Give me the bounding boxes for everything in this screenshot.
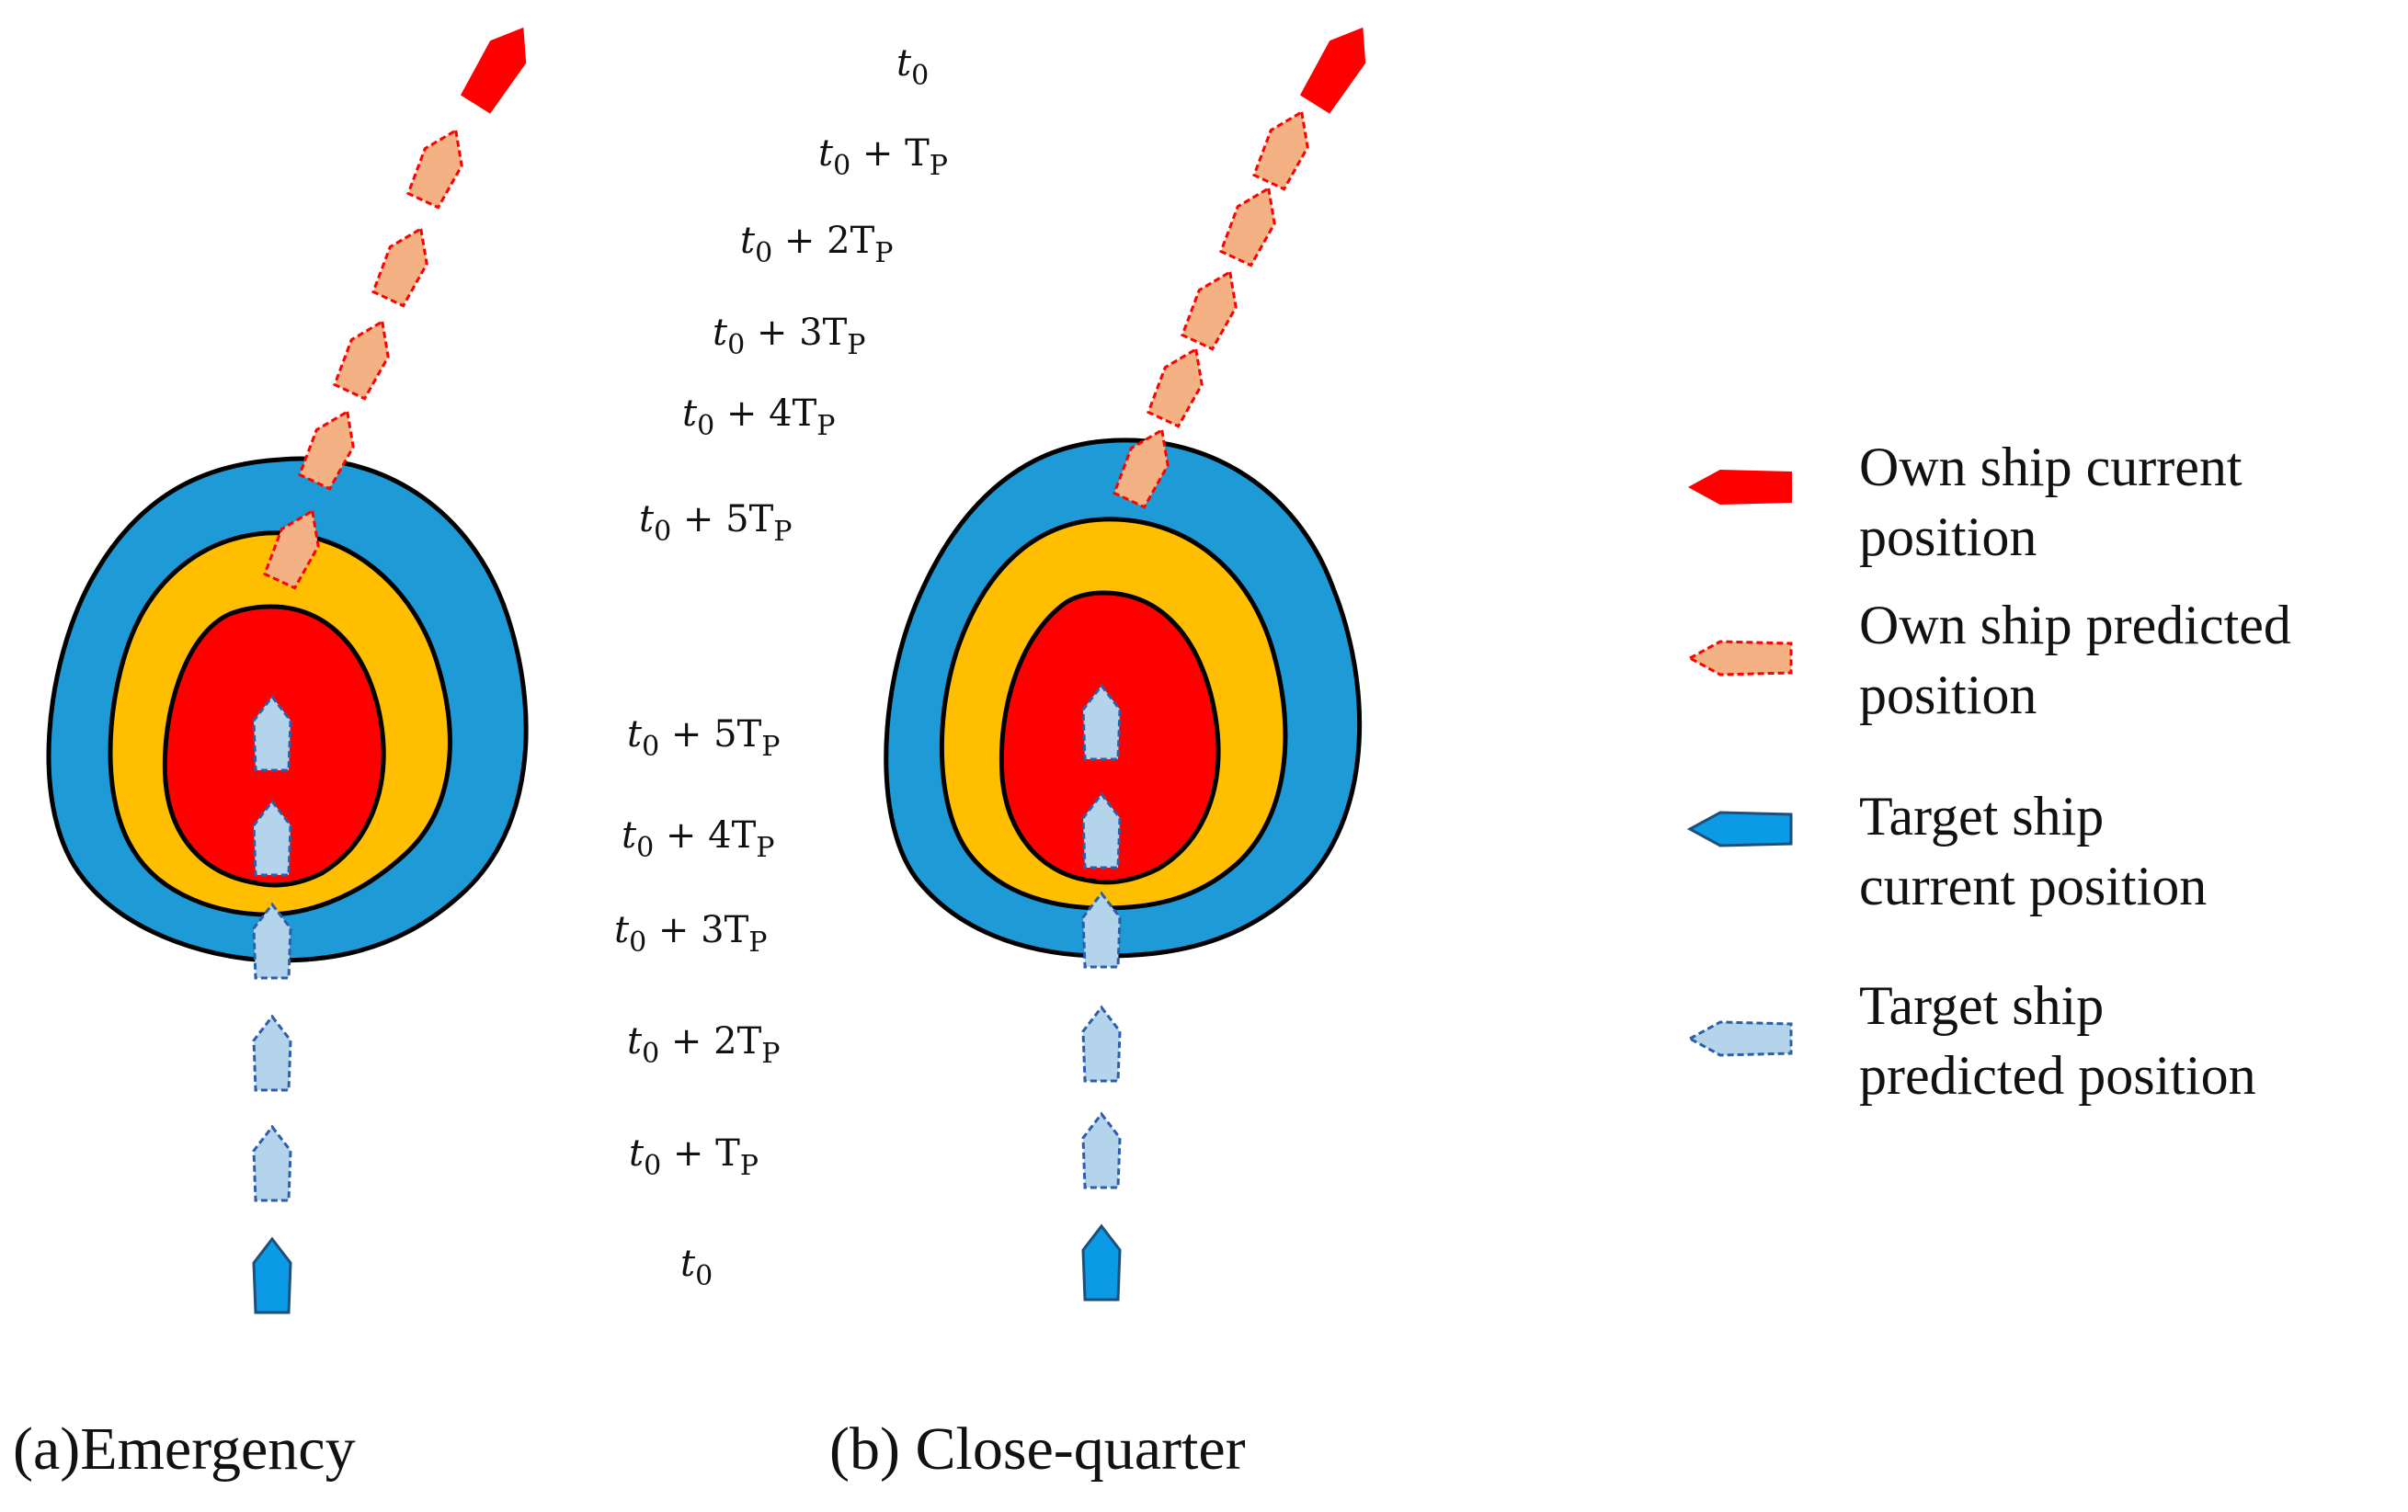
target-time-label: t0 + TP [629,1132,759,1182]
panel-a-emergency [46,27,529,1314]
target-time-label: t0 + 3TP [614,909,767,959]
legend-item-own-predicted: Own ship predicted position [1686,595,2291,725]
legend-label: Own ship current [1859,437,2243,497]
legend-label: position [1859,506,2037,567]
own-time-label: t0 + 4TP [682,392,835,442]
target-ship-current-icon [1686,811,1793,847]
legend-label: Target ship [1859,975,2104,1036]
panel-b-own-ship-track [1109,27,1366,510]
own-time-label: t0 + TP [818,132,948,182]
own-ship-predicted-icon [1177,262,1250,352]
target-time-label: t0 + 2TP [627,1020,780,1070]
own-time-label: t0 + 3TP [713,312,865,361]
legend-item-target-current: Target ship current position [1686,786,2207,916]
own-time-label: t0 [896,42,929,92]
legend-label: current position [1859,856,2207,916]
panel-a-own-ship-track [259,27,527,591]
legend-label: Target ship [1859,786,2104,847]
own-ship-current-icon [1299,27,1366,114]
legend-item-target-predicted: Target ship predicted position [1686,975,2256,1106]
target-ship-predicted-icon [252,1015,292,1092]
caption-a: (a)Emergency [13,1415,356,1483]
legend-item-own-current: Own ship current position [1687,437,2243,567]
own-ship-current-icon [1687,469,1792,506]
target-time-label: t0 [680,1243,713,1292]
target-ship-current-icon [1081,1224,1122,1302]
own-ship-predicted-icon [1249,102,1322,192]
target-ship-current-icon [252,1237,292,1314]
own-time-label: t0 + 5TP [639,498,792,548]
own-ship-current-icon [460,27,527,114]
target-time-label: t0 + 5TP [627,713,780,763]
target-ship-predicted-icon [1081,1006,1122,1083]
own-ship-time-labels: t0 t0 + TP t0 + 2TP t0 + 3TP t0 + 4TP t0… [639,42,948,548]
own-ship-predicted-icon [1143,339,1216,429]
target-ship-predicted-icon [252,1125,292,1202]
own-time-label: t0 + 2TP [740,220,893,269]
legend-label: predicted position [1859,1045,2256,1106]
caption-b: (b) Close-quarter [829,1415,1246,1483]
own-ship-predicted-icon [368,219,441,309]
own-ship-predicted-icon [329,312,403,402]
target-ship-predicted-icon [1686,1020,1793,1057]
target-time-label: t0 + 4TP [622,814,774,864]
own-ship-predicted-icon [403,120,476,210]
legend-label: position [1859,665,2037,725]
own-ship-predicted-icon [1215,178,1289,268]
own-ship-predicted-icon [1686,640,1793,676]
legend: Own ship current position Own ship predi… [1686,437,2291,1106]
target-ship-predicted-icon [1081,1112,1122,1189]
legend-label: Own ship predicted [1859,595,2291,655]
panel-b-close-quarter [884,27,1366,1302]
target-ship-time-labels: t0 + 5TP t0 + 4TP t0 + 3TP t0 + 2TP t0 +… [614,713,780,1292]
